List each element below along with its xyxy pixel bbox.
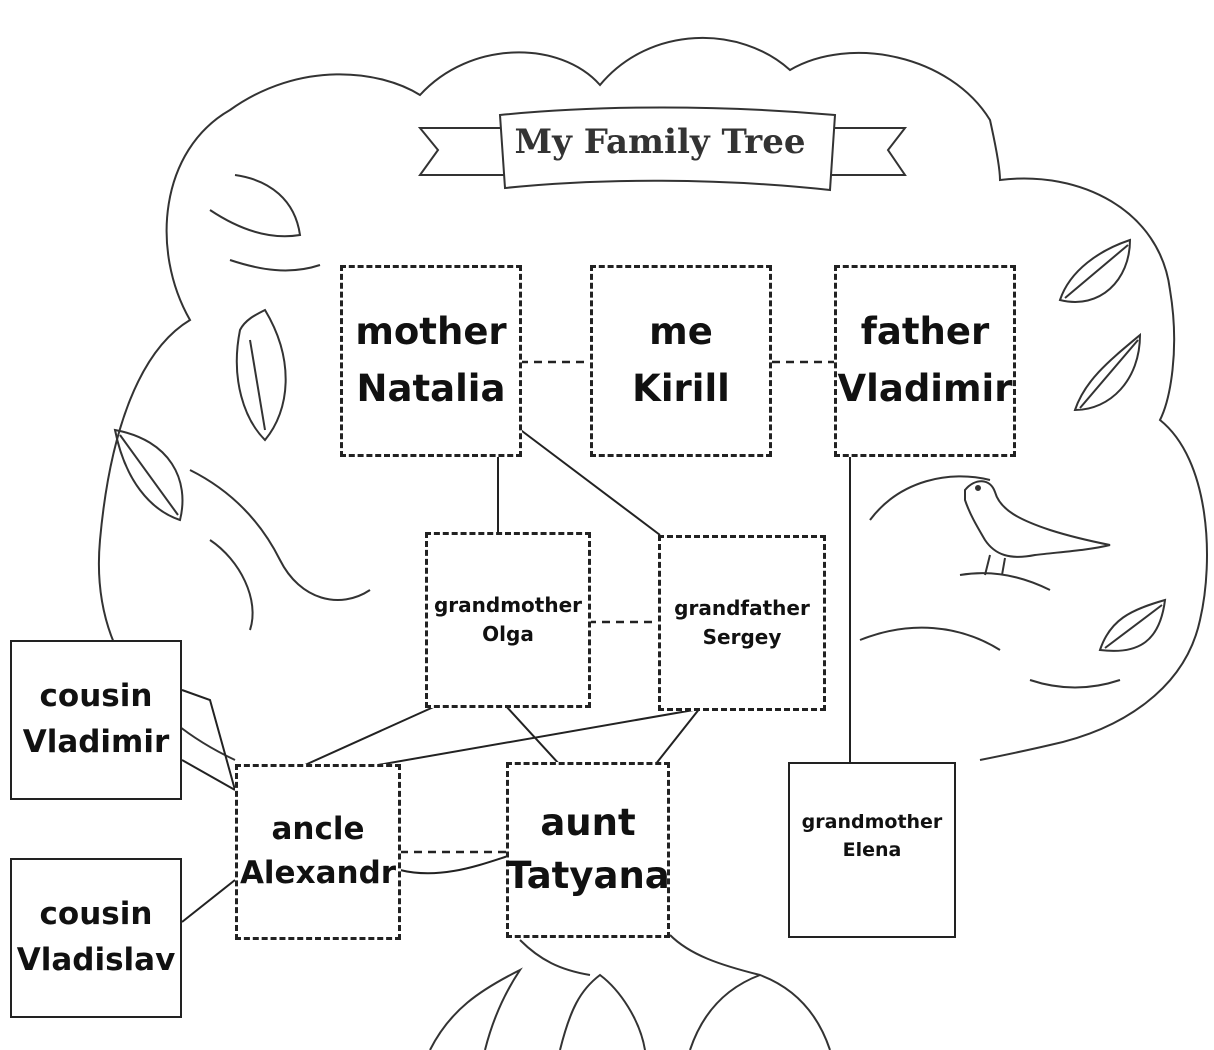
node-name: Elena	[842, 838, 902, 861]
node-name: Alexandr	[239, 855, 397, 891]
connector-uncle-cousin-vladislav	[181, 879, 236, 923]
tree-trunk	[429, 934, 831, 1050]
node-role: mother	[355, 310, 507, 354]
page-title: My Family Tree	[514, 122, 806, 162]
node-aunt: aunt Tatyana	[506, 762, 670, 938]
node-me: me Kirill	[590, 265, 772, 457]
node-name: Olga	[482, 622, 534, 646]
connector-olga-uncle	[304, 704, 439, 766]
node-father: father Vladimir	[834, 265, 1016, 457]
bird-drawing	[959, 480, 1111, 591]
node-role: cousin	[39, 678, 153, 715]
node-role: aunt	[540, 801, 636, 845]
connector-sergey-aunt	[654, 707, 701, 766]
node-name: Natalia	[356, 367, 506, 410]
node-grandmother-elena: grandmother Elena	[788, 762, 956, 938]
node-uncle: ancle Alexandr	[235, 764, 401, 940]
node-role: me	[649, 310, 713, 354]
node-grandmother-olga: grandmother Olga	[425, 532, 591, 708]
node-cousin-vladimir: cousin Vladimir	[10, 640, 182, 800]
node-name: Vladimir	[22, 724, 170, 760]
connector-uncle-cousin-vladimir-2	[181, 759, 236, 791]
node-name: Sergey	[702, 625, 782, 649]
connector-sergey-uncle	[377, 707, 706, 766]
tree-canopy-outline	[97, 37, 1208, 761]
connector-mother-sergey	[517, 427, 661, 536]
connector-lines	[181, 360, 851, 923]
node-role: father	[860, 310, 990, 354]
node-cousin-vladislav: cousin Vladislav	[10, 858, 182, 1018]
leaf-drawings	[113, 174, 1167, 652]
node-name: Tatyana	[506, 854, 670, 897]
node-role: ancle	[271, 811, 365, 848]
title-banner	[417, 106, 908, 192]
connector-olga-aunt	[504, 704, 561, 766]
node-name: Kirill	[632, 367, 730, 410]
node-role: grandfather	[674, 596, 810, 620]
node-role: grandmother	[433, 593, 583, 617]
node-mother: mother Natalia	[340, 265, 522, 457]
node-name: Vladimir	[837, 367, 1013, 410]
node-role: cousin	[39, 896, 153, 933]
node-role: grandmother	[801, 811, 943, 833]
connector-uncle-cousin-vladimir	[181, 689, 236, 791]
node-grandfather-sergey: grandfather Sergey	[658, 535, 826, 711]
node-name: Vladislav	[16, 942, 176, 978]
connector-uncle-aunt-arc	[399, 855, 509, 875]
